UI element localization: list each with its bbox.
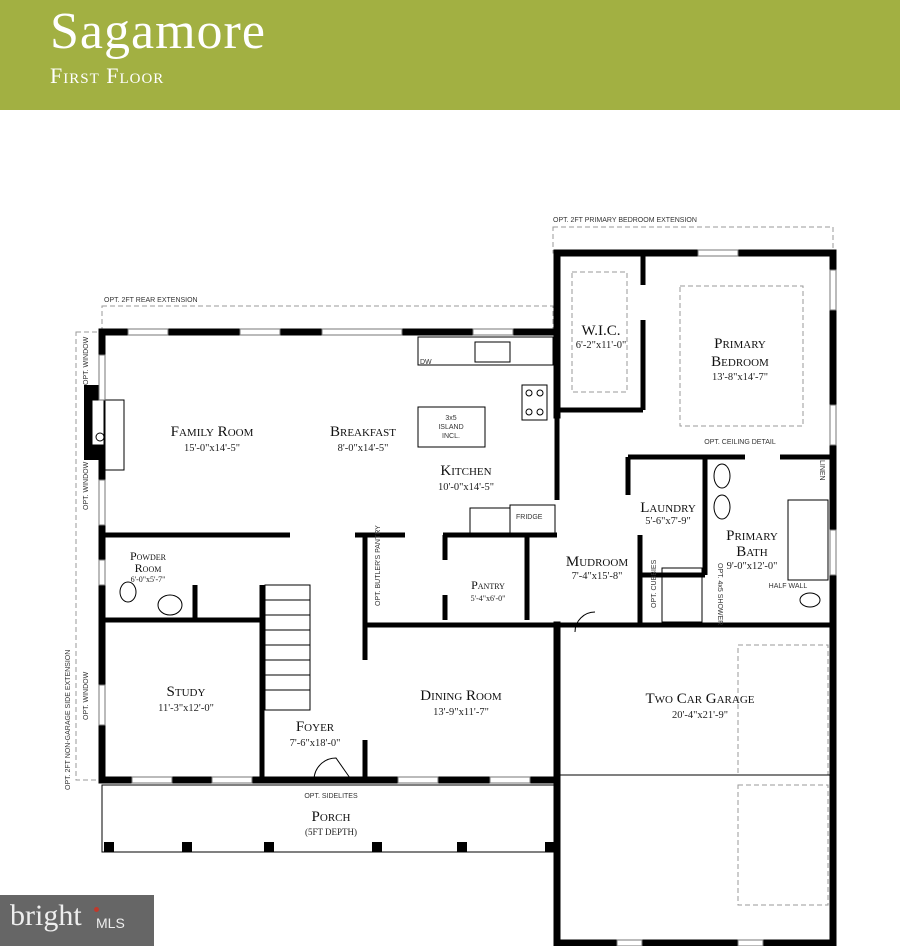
svg-text:3x5: 3x5 — [445, 415, 456, 422]
svg-text:FRIDGE: FRIDGE — [516, 514, 543, 521]
room-dim: 5'-4"x6'-0" — [471, 594, 506, 603]
opt-window-note: OPT. WINDOW — [83, 461, 90, 510]
svg-text:OPT. 4x5 SHOWER: OPT. 4x5 SHOWER — [716, 563, 723, 625]
room-name: Primary — [714, 336, 766, 352]
side-extension-note: OPT. 2FT NON-GARAGE SIDE EXTENSION — [65, 650, 72, 790]
room-name: W.I.C. — [581, 323, 620, 339]
room-name: Study — [167, 684, 206, 700]
room-dim: 11'-3"x12'-0" — [158, 703, 214, 714]
room-name: Foyer — [296, 719, 335, 735]
room-name: Pantry — [471, 578, 505, 592]
room-dim: 6'-0"x5'-7" — [131, 575, 166, 584]
rear-extension-note: OPT. 2FT REAR EXTENSION — [104, 297, 198, 304]
exterior-wall-garage — [553, 621, 837, 946]
porch-outline — [101, 784, 558, 853]
bathtub — [787, 499, 829, 581]
svg-text:LINEN: LINEN — [818, 460, 825, 481]
room-name: Porch — [312, 809, 351, 825]
room-name: Bath — [736, 544, 767, 560]
svg-text:OPT. SIDELITES: OPT. SIDELITES — [304, 793, 358, 800]
room-dim: 15'-0"x14'-5" — [184, 443, 240, 454]
kitchen-island — [417, 406, 486, 448]
room-name: Two Car Garage — [646, 691, 755, 707]
room-dim: 20'-4"x21'-9" — [672, 710, 728, 721]
room-dim: 13'-8"x14'-7" — [712, 372, 768, 383]
svg-text:OPT. CEILING DETAIL: OPT. CEILING DETAIL — [704, 439, 776, 446]
header-banner: Sagamore First Floor — [0, 0, 900, 110]
room-dim: 10'-0"x14'-5" — [438, 482, 494, 493]
room-dim: 5'-6"x7'-9" — [645, 516, 691, 527]
plan-subtitle: First Floor — [50, 63, 165, 88]
svg-text:OPT. CUBBIES: OPT. CUBBIES — [651, 559, 658, 608]
room-dim: 6'-2"x11'-0" — [576, 340, 626, 351]
room-name: Dining Room — [420, 688, 502, 704]
staircase — [264, 584, 311, 711]
room-name: Mudroom — [566, 554, 628, 570]
svg-text:OPT. BUTLER'S PANTRY: OPT. BUTLER'S PANTRY — [375, 525, 382, 606]
room-name: Primary — [726, 528, 778, 544]
room-dim: 7'-4"x15'-8" — [572, 571, 623, 582]
room-name: Family Room — [171, 424, 254, 440]
garage-door-entry — [574, 611, 596, 633]
rear-extension-outline — [101, 305, 554, 333]
bedroom-extension-note: OPT. 2FT PRIMARY BEDROOM EXTENSION — [553, 217, 697, 224]
room-dim: (5FT DEPTH) — [305, 827, 357, 837]
plan-title: Sagamore — [50, 3, 266, 60]
opt-window-note: OPT. WINDOW — [83, 336, 90, 385]
room-name: Breakfast — [330, 424, 396, 440]
room-name: Laundry — [640, 500, 696, 516]
room-dim: 8'-0"x14'-5" — [338, 443, 389, 454]
room-dim: 9'-0"x12'-0" — [727, 561, 778, 572]
room-dim: 13'-9"x11'-7" — [433, 707, 489, 718]
svg-text:ISLAND: ISLAND — [438, 424, 463, 431]
front-door — [313, 757, 351, 781]
room-name: Powder — [130, 549, 167, 563]
bedroom-extension-outline — [552, 226, 834, 254]
svg-text:INCL.: INCL. — [442, 433, 460, 440]
room-dim: 7'-6"x18'-0" — [290, 738, 341, 749]
room-name: Bedroom — [711, 354, 769, 370]
bright-mls-logo: bright MLS — [0, 895, 154, 946]
svg-text:HALF WALL: HALF WALL — [769, 583, 808, 590]
ceiling-detail — [679, 285, 804, 427]
room-name: Room — [135, 561, 162, 575]
opt-window-note: OPT. WINDOW — [83, 671, 90, 720]
room-name: Kitchen — [440, 463, 491, 479]
svg-text:DW: DW — [420, 359, 432, 366]
